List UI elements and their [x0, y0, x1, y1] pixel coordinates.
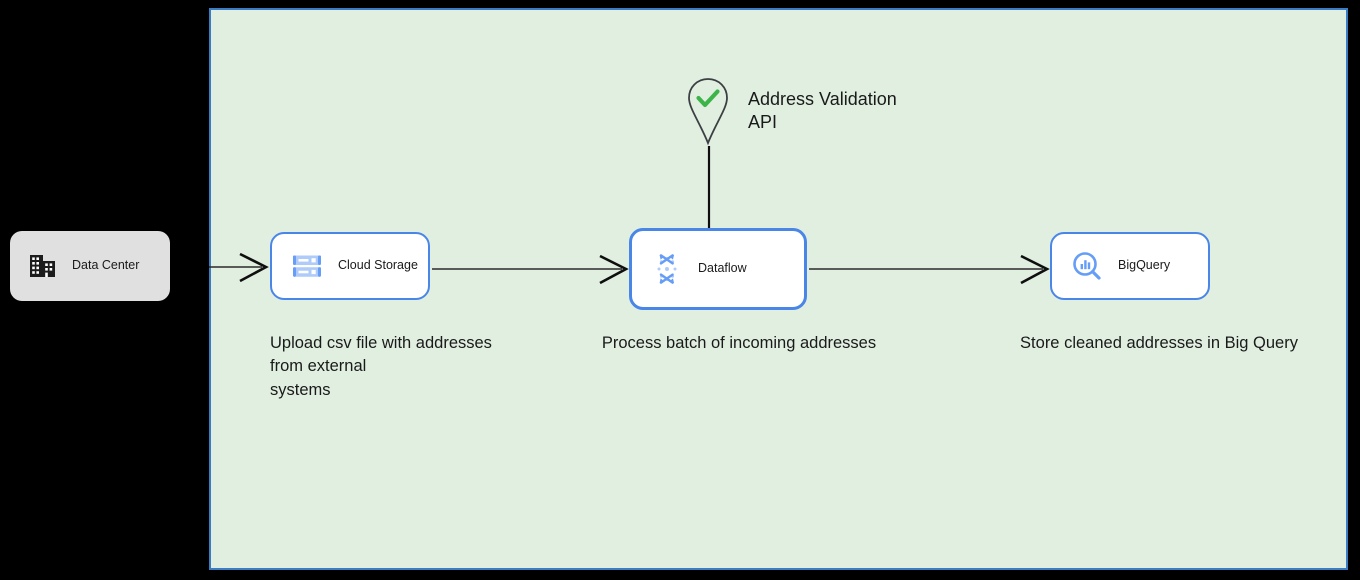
marker-label: Address Validation API: [748, 89, 897, 133]
node-label: Data Center: [72, 258, 140, 273]
map-pin-check-icon[interactable]: [686, 76, 730, 146]
node-cloud-storage[interactable]: Cloud Storage: [270, 232, 430, 300]
node-label: Cloud Storage: [338, 258, 418, 273]
caption-upload: Upload csv file with addresses from exte…: [270, 334, 492, 399]
node-bigquery[interactable]: BigQuery: [1050, 232, 1210, 300]
node-dataflow[interactable]: Dataflow: [629, 228, 807, 310]
cloud-storage-icon: [290, 249, 324, 283]
bigquery-icon: [1070, 249, 1104, 283]
dataflow-icon: [650, 252, 684, 286]
node-label: Dataflow: [698, 261, 747, 276]
node-data-center[interactable]: Data Center: [10, 231, 170, 301]
data-center-icon: [28, 251, 58, 281]
caption-store: Store cleaned addresses in Big Query: [1020, 334, 1298, 352]
node-label: BigQuery: [1118, 258, 1171, 273]
caption-process: Process batch of incoming addresses: [601, 334, 877, 352]
